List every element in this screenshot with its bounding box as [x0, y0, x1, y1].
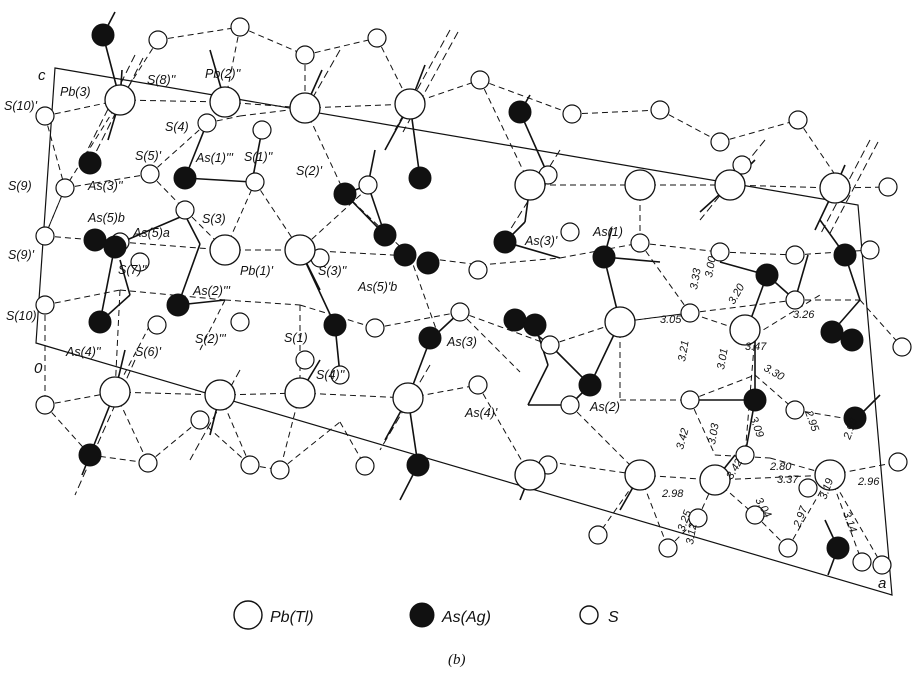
distance-label: 3.12: [684, 522, 700, 545]
atom-label: S(4): [165, 120, 189, 134]
atom-label: S(6)': [135, 345, 162, 359]
atom-label: S(2)''': [195, 332, 226, 346]
legend-as-label: As(Ag): [441, 609, 491, 626]
atom-label: S(1)'': [244, 150, 273, 164]
legend-pb-symbol: [233, 600, 263, 630]
figure-caption: (b): [448, 652, 466, 668]
atom-label: Pb(1)': [240, 264, 274, 278]
distance-label: 3.47: [745, 341, 767, 353]
distance-label: 2.96: [857, 476, 880, 488]
atom-label: S(3)'': [318, 264, 347, 278]
lead-atoms: [99, 84, 851, 496]
legend-as-symbol: [409, 602, 435, 628]
distance-label: 3.20: [726, 281, 748, 306]
axis-label-c: c: [38, 67, 46, 84]
atom-label: S(2)': [296, 164, 323, 178]
distance-label: 3.33: [688, 266, 704, 290]
atom-label: Pb(3): [60, 85, 91, 99]
atom-label: As(5)b: [87, 211, 125, 225]
atom-label: S(4)'': [316, 368, 345, 382]
distance-label: 3.30: [762, 362, 787, 384]
distance-label: 3.26: [793, 309, 815, 321]
legend: Pb(Tl) As(Ag) S: [233, 600, 619, 630]
atom-label: S(8)'': [147, 73, 176, 87]
atom-label: Pb(2)'': [205, 67, 241, 81]
atom-label: S(5)': [135, 149, 162, 163]
atom-label: As(4)'': [65, 345, 101, 359]
distance-label: 3.21: [676, 339, 692, 362]
distance-label: 2.80: [769, 461, 792, 473]
distance-label: 3.42: [674, 427, 691, 451]
atom-label: S(9)': [8, 248, 35, 262]
sulfur-atoms: [35, 17, 912, 575]
legend-s-label: S: [608, 609, 619, 626]
atom-label: S(7)'': [118, 263, 147, 277]
atom-label: As(1): [592, 225, 623, 239]
distance-label: 3.01: [715, 347, 731, 370]
atom-label: S(3): [202, 212, 226, 226]
atom-label: As(3): [446, 335, 477, 349]
atom-label: As(2)''': [192, 284, 231, 298]
distance-label: 3.03: [706, 421, 722, 445]
legend-s-symbol: [579, 605, 599, 625]
atom-label: As(5)'b: [357, 280, 397, 294]
atom-label: S(1): [284, 331, 308, 345]
atom-label: S(10): [6, 309, 37, 323]
distance-label: 3.14: [840, 510, 859, 534]
atom-label: S(10)': [4, 99, 38, 113]
atom-label: As(4)': [464, 406, 498, 420]
atom-label: As(5)a: [132, 226, 170, 240]
unit-cell: [35, 67, 893, 596]
distance-label: 2.97: [791, 504, 810, 530]
atom-label: S(9): [8, 179, 32, 193]
atom-label: As(2): [589, 400, 620, 414]
atom-label: As(1)''': [195, 151, 234, 165]
axis-label-origin: 0: [34, 360, 43, 377]
axis-label-a: a: [878, 575, 886, 592]
atom-label: As(3)'': [87, 179, 123, 193]
distance-label: 3.05: [660, 314, 682, 326]
atom-labels: S(10)' Pb(3) S(8)'' Pb(2)'' S(4) S(5)' A…: [4, 67, 623, 420]
distance-label: 2.98: [661, 488, 684, 500]
distance-label: 3.00: [703, 254, 719, 278]
distance-label: 2.95: [802, 408, 821, 434]
distance-label: 3.37: [777, 474, 799, 486]
atom-label: As(3)': [524, 234, 558, 248]
legend-pb-label: Pb(Tl): [270, 609, 314, 626]
arsenic-atoms: [78, 23, 867, 560]
